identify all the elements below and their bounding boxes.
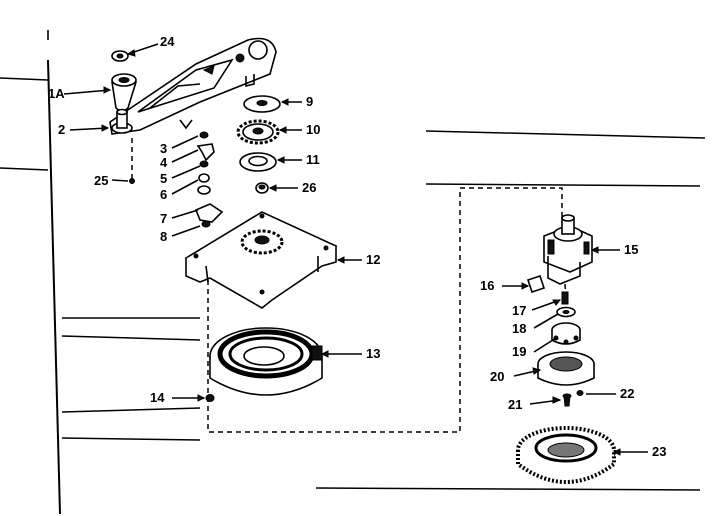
callout-20: 20 bbox=[490, 369, 504, 384]
callout-25: 25 bbox=[94, 173, 108, 188]
callout-1a: 1A bbox=[48, 86, 65, 101]
callout-3: 3 bbox=[160, 141, 167, 156]
callout-12: 12 bbox=[366, 252, 380, 267]
callout-23: 23 bbox=[652, 444, 666, 459]
callout-labels: 1A 2 3 4 5 6 7 8 9 10 11 12 13 14 15 16 … bbox=[48, 34, 666, 459]
handle-knob bbox=[111, 73, 137, 112]
rivet-14 bbox=[205, 394, 215, 402]
callout-22: 22 bbox=[620, 386, 634, 401]
crank-arm bbox=[109, 37, 277, 135]
callout-11: 11 bbox=[306, 152, 320, 167]
ring-11 bbox=[239, 152, 277, 172]
assembly-guide-lines bbox=[131, 138, 567, 433]
leader-lines bbox=[63, 43, 648, 456]
small-hardware-3-8 bbox=[194, 131, 224, 228]
callout-16: 16 bbox=[480, 278, 494, 293]
callout-17: 17 bbox=[512, 303, 526, 318]
callout-5: 5 bbox=[160, 171, 167, 186]
screws-21-22 bbox=[562, 390, 584, 407]
cup-20 bbox=[537, 351, 595, 386]
washer-24 bbox=[111, 50, 129, 62]
housing-plate-12 bbox=[184, 211, 338, 309]
bracket-15 bbox=[543, 214, 593, 285]
screw-26 bbox=[255, 182, 269, 194]
callout-10: 10 bbox=[306, 122, 320, 137]
pin-25 bbox=[129, 178, 135, 184]
callout-4: 4 bbox=[160, 155, 168, 170]
callout-7: 7 bbox=[160, 211, 167, 226]
callout-21: 21 bbox=[508, 397, 522, 412]
callout-18: 18 bbox=[512, 321, 526, 336]
callout-13: 13 bbox=[366, 346, 380, 361]
callout-2: 2 bbox=[58, 122, 65, 137]
callout-15: 15 bbox=[624, 242, 638, 257]
washer-18 bbox=[556, 306, 576, 318]
scan-lines bbox=[0, 30, 706, 515]
pin-17 bbox=[561, 291, 569, 305]
callout-24: 24 bbox=[160, 34, 175, 49]
callout-6: 6 bbox=[160, 187, 167, 202]
pawl-hub-19 bbox=[551, 322, 581, 345]
callout-26: 26 bbox=[302, 180, 316, 195]
callout-19: 19 bbox=[512, 344, 526, 359]
callout-8: 8 bbox=[160, 229, 167, 244]
callout-14: 14 bbox=[150, 390, 165, 405]
callout-9: 9 bbox=[306, 94, 313, 109]
spring-housing-13 bbox=[209, 327, 323, 396]
gear-10 bbox=[236, 119, 280, 145]
pulley-23 bbox=[516, 426, 616, 484]
washer-9 bbox=[243, 95, 281, 113]
clip-16 bbox=[526, 274, 546, 294]
